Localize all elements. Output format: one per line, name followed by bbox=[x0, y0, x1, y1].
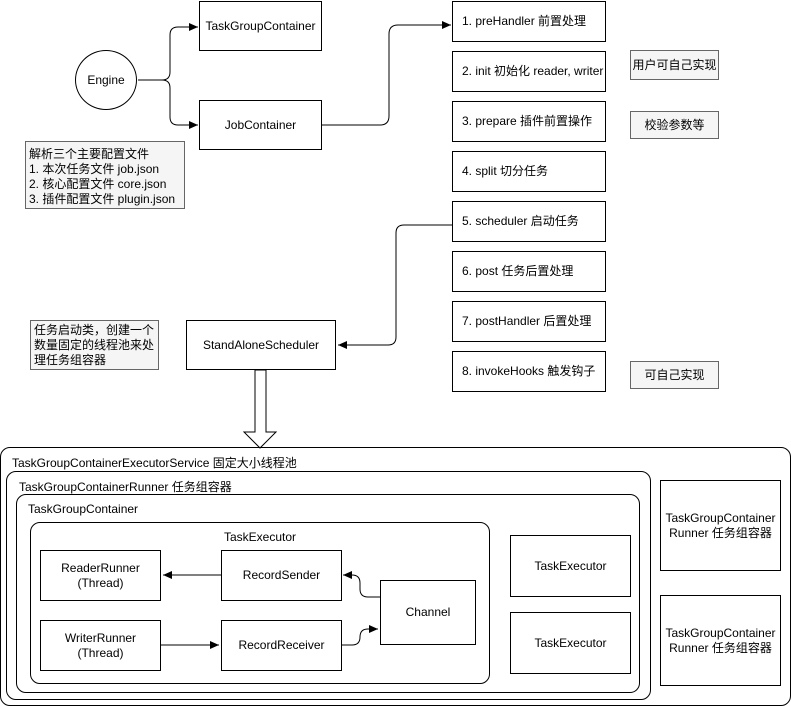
runner-frame: TaskGroupContainerRunner 任务组容器 bbox=[6, 471, 651, 700]
channel-label: Channel bbox=[405, 605, 451, 619]
channel-node: Channel bbox=[380, 580, 476, 645]
step-label: 7. postHandler 后置处理 bbox=[462, 314, 592, 328]
step-label: 1. preHandler 前置处理 bbox=[462, 14, 587, 28]
runner-2-node: TaskGroupContainer Runner 任务组容器 bbox=[660, 480, 781, 571]
record-receiver-node: RecordReceiver bbox=[221, 620, 342, 671]
task-executor-2-label: TaskExecutor bbox=[534, 558, 607, 573]
step-prehandler: 1. preHandler 前置处理 bbox=[452, 1, 606, 42]
step-label: 2. init 初始化 reader, writer bbox=[462, 64, 604, 78]
runner-3-node: TaskGroupContainer Runner 任务组容器 bbox=[660, 595, 781, 686]
writer-runner-label: WriterRunner (Thread) bbox=[64, 630, 137, 660]
step-post: 6. post 任务后置处理 bbox=[452, 251, 606, 292]
record-sender-node: RecordSender bbox=[221, 550, 342, 601]
runner-2-label: TaskGroupContainer Runner 任务组容器 bbox=[665, 510, 776, 540]
step-label: 3. prepare 插件前置操作 bbox=[462, 114, 593, 128]
step-label: 6. post 任务后置处理 bbox=[462, 264, 574, 278]
config-note: 解析三个主要配置文件 1. 本次任务文件 job.json 2. 核心配置文件 … bbox=[25, 141, 185, 209]
arrow-engine-to-taskgroupcontainer bbox=[138, 23, 198, 81]
step-prepare: 3. prepare 插件前置操作 bbox=[452, 101, 606, 142]
standalone-scheduler-label: StandAloneScheduler bbox=[202, 337, 320, 352]
step-label: 4. split 切分任务 bbox=[462, 164, 549, 178]
task-executor-3-node: TaskExecutor bbox=[510, 612, 631, 674]
note-user-impl: 用户可自己实现 bbox=[630, 50, 719, 80]
reader-runner-label: ReaderRunner (Thread) bbox=[61, 560, 140, 590]
hollow-arrow-down bbox=[242, 369, 278, 449]
arrow-jobcontainer-to-prehandler bbox=[322, 21, 451, 126]
step-invokehooks: 8. invokeHooks 触发钩子 bbox=[452, 351, 606, 392]
task-group-container-node: TaskGroupContainer bbox=[199, 1, 322, 51]
record-receiver-label: RecordReceiver bbox=[238, 638, 325, 652]
inner-task-group-container-label: TaskGroupContainer bbox=[28, 502, 139, 516]
step-scheduler: 5. scheduler 启动任务 bbox=[452, 201, 606, 242]
arrow-engine-to-jobcontainer bbox=[138, 79, 198, 129]
runner-3-label: TaskGroupContainer Runner 任务组容器 bbox=[665, 625, 776, 655]
step-label: 5. scheduler 启动任务 bbox=[462, 214, 579, 228]
task-executor-label: TaskExecutor bbox=[224, 530, 297, 544]
note-validate: 校验参数等 bbox=[630, 111, 719, 139]
reader-runner-node: ReaderRunner (Thread) bbox=[40, 550, 161, 601]
record-sender-label: RecordSender bbox=[242, 568, 321, 582]
step-init: 2. init 初始化 reader, writer bbox=[452, 51, 606, 92]
job-container-node: JobContainer bbox=[199, 100, 322, 150]
engine-node: Engine bbox=[75, 50, 137, 110]
task-group-container-label: TaskGroupContainer bbox=[205, 18, 316, 33]
job-container-label: JobContainer bbox=[224, 117, 297, 132]
task-executor-frame: TaskExecutor bbox=[30, 522, 490, 684]
writer-runner-node: WriterRunner (Thread) bbox=[40, 620, 161, 671]
arrow-scheduler-to-standalone bbox=[338, 224, 453, 349]
standalone-scheduler-node: StandAloneScheduler bbox=[186, 320, 336, 370]
note-self-impl: 可自己实现 bbox=[630, 361, 719, 389]
task-executor-3-label: TaskExecutor bbox=[534, 635, 607, 650]
scheduler-note: 任务启动类，创建一个 数量固定的线程池来处 理任务组容器 bbox=[30, 320, 159, 370]
executor-service-label: TaskGroupContainerExecutorService 固定大小线程… bbox=[12, 456, 297, 470]
inner-task-group-container-frame: TaskGroupContainer bbox=[16, 494, 640, 693]
runner-label: TaskGroupContainerRunner 任务组容器 bbox=[19, 480, 232, 494]
engine-label: Engine bbox=[87, 73, 125, 87]
step-posthandler: 7. postHandler 后置处理 bbox=[452, 301, 606, 342]
task-executor-2-node: TaskExecutor bbox=[510, 535, 631, 597]
step-split: 4. split 切分任务 bbox=[452, 151, 606, 192]
step-label: 8. invokeHooks 触发钩子 bbox=[462, 364, 596, 378]
